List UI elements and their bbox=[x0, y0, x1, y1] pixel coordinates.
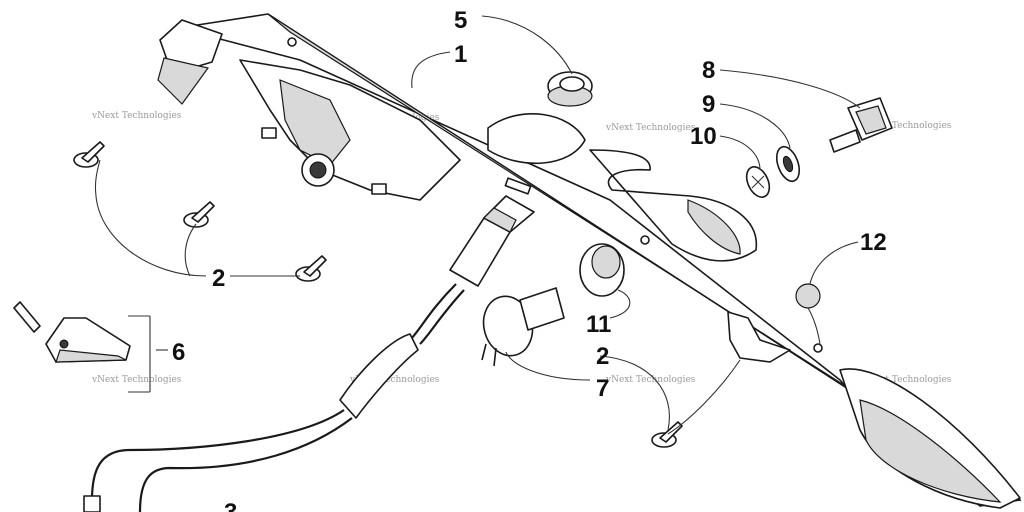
handlebar-cover-part bbox=[157, 13, 1022, 509]
callout-6: 6 bbox=[172, 339, 185, 366]
harness-wires bbox=[83, 283, 465, 512]
callout-8: 8 bbox=[702, 57, 715, 84]
callout-10: 10 bbox=[690, 123, 717, 150]
callout-7: 7 bbox=[596, 375, 609, 402]
light-socket-part bbox=[481, 243, 625, 367]
bracket-part bbox=[13, 301, 131, 363]
nut-part bbox=[775, 145, 801, 183]
switch-part bbox=[449, 195, 535, 287]
callout-2: 2 bbox=[212, 265, 225, 292]
plug-part bbox=[795, 283, 821, 309]
callout-1: 1 bbox=[454, 41, 467, 68]
screw-parts bbox=[73, 141, 683, 448]
watermark: vNext Technologies bbox=[861, 375, 952, 385]
key-part bbox=[829, 97, 893, 153]
callout-2: 2 bbox=[596, 343, 609, 370]
callout-12: 12 bbox=[860, 229, 887, 256]
watermark: vNext Technologies bbox=[861, 121, 952, 131]
callout-3: 3 bbox=[224, 499, 237, 512]
callout-9: 9 bbox=[702, 91, 715, 118]
watermark: vNext Technologies bbox=[91, 375, 182, 385]
callout-labels: 5 1 8 9 10 12 2 6 11 2 7 3 bbox=[172, 7, 887, 512]
watermark: vNext Technologies bbox=[349, 375, 440, 385]
leader-lines bbox=[94, 15, 861, 435]
watermark: vNext Technologies bbox=[91, 111, 182, 121]
callout-5: 5 bbox=[454, 7, 467, 34]
watermark: vNext Technologies bbox=[605, 123, 696, 133]
callout-11: 11 bbox=[586, 311, 611, 338]
watermark: vNext Technologies bbox=[605, 375, 696, 385]
grommet-part bbox=[547, 71, 593, 107]
lock-washer-part bbox=[745, 166, 771, 198]
